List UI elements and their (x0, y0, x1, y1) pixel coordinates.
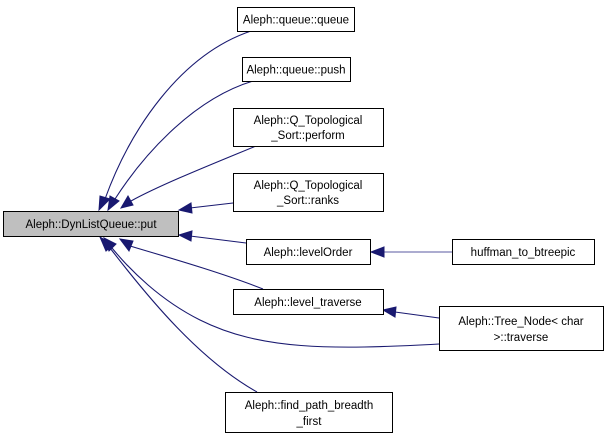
arrowhead (177, 202, 193, 214)
arrowhead (381, 306, 397, 318)
edges-layer (98, 30, 452, 393)
node-huffman[interactable]: huffman_to_btreepic (452, 239, 595, 265)
node-label-line2: _Sort::ranks (276, 195, 339, 207)
arrowhead (177, 230, 193, 242)
node-label-line2: _first (296, 416, 323, 428)
node-label: Aleph::DynListQueue::put (25, 219, 157, 231)
node-tree-node-traverse[interactable]: Aleph::Tree_Node< char >::traverse (439, 306, 604, 351)
node-label: Aleph::queue::push (246, 65, 345, 77)
node-ranks[interactable]: Aleph::Q_Topological _Sort::ranks (233, 173, 384, 212)
node-label-line1: Aleph::Q_Topological (254, 115, 363, 127)
node-label-line1: Aleph::Q_Topological (254, 180, 363, 192)
node-label-line1: Aleph::Tree_Node< char (458, 316, 583, 328)
arrowhead (119, 194, 134, 209)
edge-levelorder-to-put (189, 235, 247, 244)
arrowhead (98, 235, 114, 252)
edge-queue-push-to-put (114, 80, 254, 200)
node-label: Aleph::level_traverse (254, 297, 361, 309)
arrowhead (369, 246, 385, 258)
edge-queue-ctor-to-put (104, 30, 252, 200)
node-level-traverse[interactable]: Aleph::level_traverse (233, 289, 384, 315)
edge-find-path-to-put (109, 247, 258, 393)
node-label-line2: _Sort::perform (270, 130, 345, 142)
node-label-line2: >::traverse (494, 332, 549, 344)
node-level-order[interactable]: Aleph::levelOrder (246, 239, 371, 265)
edge-tree-node-to-put (111, 247, 440, 348)
node-label: Aleph::levelOrder (264, 247, 353, 259)
nodes-layer: Aleph::DynListQueue::put Aleph::queue::q… (3, 7, 604, 433)
node-label: Aleph::queue::queue (243, 15, 349, 27)
arrowhead (118, 238, 134, 253)
node-perform[interactable]: Aleph::Q_Topological _Sort::perform (233, 108, 384, 147)
node-queue-push[interactable]: Aleph::queue::push (242, 57, 351, 82)
edge-level-traverse-to-put (129, 245, 264, 290)
node-queue-ctor[interactable]: Aleph::queue::queue (237, 7, 355, 32)
arrowhead (98, 195, 111, 212)
edge-ranks-to-put (189, 202, 234, 209)
node-put[interactable]: Aleph::DynListQueue::put (3, 211, 179, 237)
node-find-path[interactable]: Aleph::find_path_breadth _first (225, 392, 393, 433)
arrowhead (107, 195, 120, 212)
edge-perform-to-put (130, 145, 257, 202)
edge-tree-node-to-level-traverse (394, 311, 440, 319)
node-label-line1: Aleph::find_path_breadth (245, 400, 374, 412)
node-label: huffman_to_btreepic (471, 247, 576, 259)
